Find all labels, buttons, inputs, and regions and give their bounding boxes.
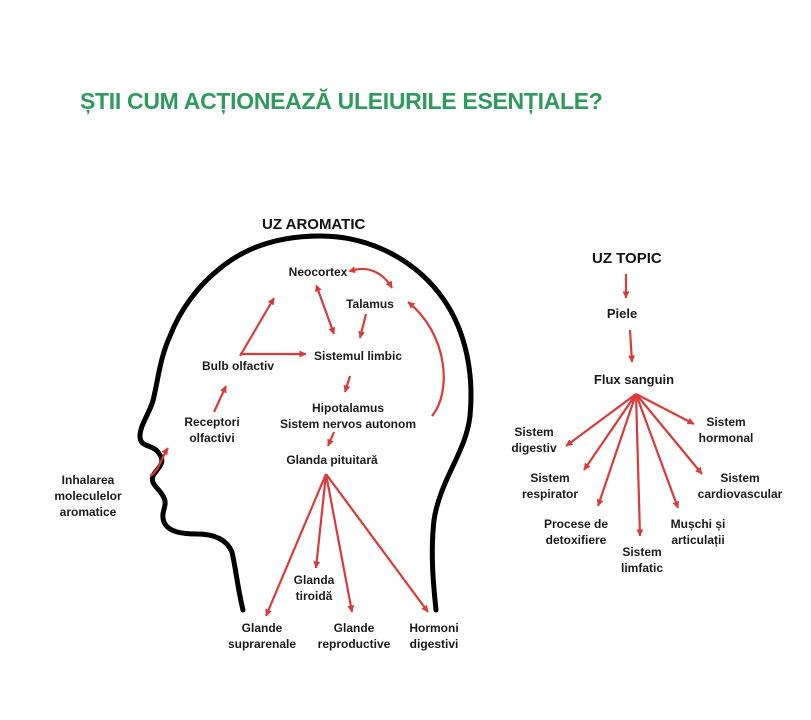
arrow-limbic-hipotalamus <box>343 375 352 393</box>
label-piele: Piele <box>606 306 638 321</box>
label-sistemul-limbic: Sistemul limbic <box>313 349 403 363</box>
arrow-flux-muschi <box>634 393 680 509</box>
arrow-neocortex-limbic <box>315 284 336 335</box>
label-flux-sanguin: Flux sanguin <box>593 372 675 387</box>
label-neocortex: Neocortex <box>288 265 348 279</box>
label-glanda-pituitara: Glanda pituitară <box>286 453 378 467</box>
arrow-receptori-bulb <box>213 385 227 413</box>
arrow-piele-flux <box>628 329 636 363</box>
arrow-flux-hormonal <box>635 393 695 425</box>
arrow-talamus-limbic <box>358 313 368 339</box>
arrow-hipotalamus-pituitara <box>326 431 336 447</box>
page-title: ȘTII CUM ACȚIONEAZĂ ULEIURILE ESENȚIALE? <box>80 88 603 114</box>
arrow-pituitara-tiroida <box>313 473 328 569</box>
arrow-flux-detox <box>596 393 638 507</box>
arrow-pituitara-suprarenale <box>264 473 328 617</box>
arrow-pituitara-reproductive <box>324 473 355 613</box>
arrow-pituitara-hormoni <box>325 473 429 613</box>
arrow-flux-cardio <box>635 393 703 475</box>
arrow-flux-respirator <box>583 393 637 471</box>
label-talamus: Talamus <box>346 297 394 311</box>
uz-topic-heading: UZ TOPIC <box>592 250 662 267</box>
arrow-inhalarea-receptori <box>149 447 169 477</box>
uz-aromatic-heading: UZ AROMATIC <box>262 216 366 233</box>
arrow-flux-digestiv <box>565 393 637 447</box>
arrow-hipotalamus-talamus <box>407 301 445 417</box>
arrow-neocortex-talamus <box>348 266 393 289</box>
head-outline <box>137 233 474 613</box>
arrow-flux-limfatic <box>634 393 644 537</box>
arrow-bulb-neocortex <box>239 297 275 357</box>
label-bulb-olfactiv: Bulb olfactiv <box>201 359 275 373</box>
